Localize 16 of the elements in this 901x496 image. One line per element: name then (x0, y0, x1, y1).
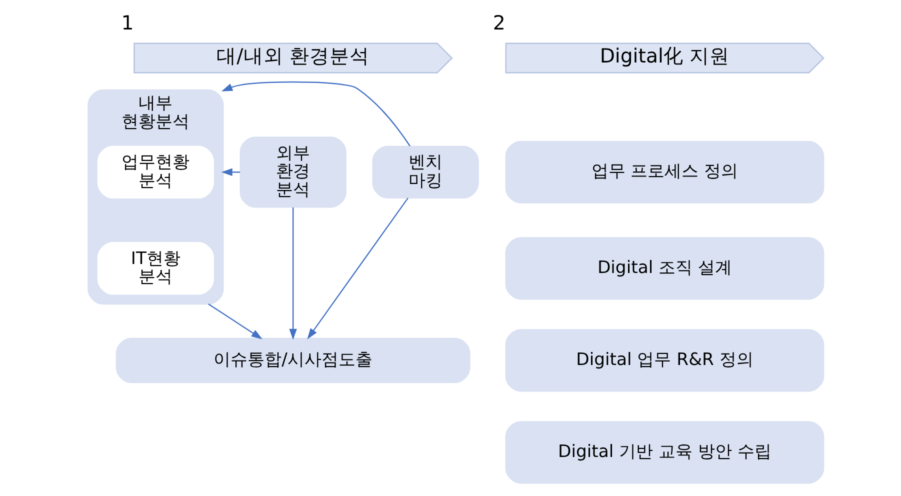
arrow (220, 80, 410, 146)
node-box: 이슈통합/시사점도출 (115, 337, 470, 383)
arrow (208, 303, 262, 339)
node-box: 외부 환경 분석 (239, 136, 346, 208)
node-box: IT현황 분석 (96, 242, 214, 294)
node-box: 벤치 마킹 (372, 145, 478, 198)
arrow (288, 206, 296, 340)
node-label: 2 (492, 11, 505, 34)
node-box: Digital 기반 교육 방안 수립 (504, 420, 824, 484)
arrow (306, 197, 408, 339)
node-box: 업무현황 분석 (96, 145, 214, 198)
node-box: 업무 프로세스 정의 (504, 140, 824, 203)
node-box: Digital 업무 R&R 정의 (504, 328, 824, 392)
arrow (220, 168, 240, 176)
node-box: Digital 조직 설계 (504, 236, 824, 300)
node-label: 1 (120, 11, 134, 34)
